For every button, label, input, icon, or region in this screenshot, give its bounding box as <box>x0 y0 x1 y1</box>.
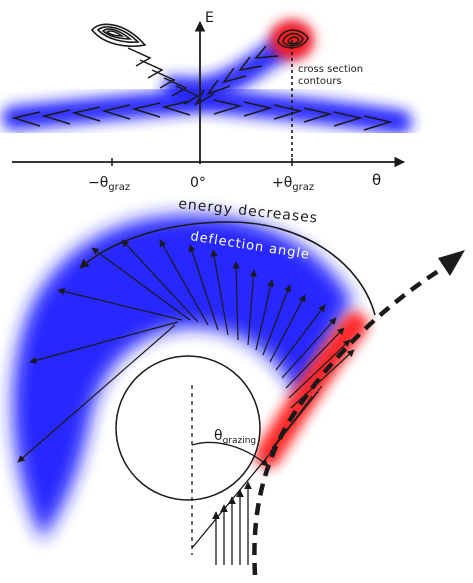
chevrons-left-horizontal <box>11 100 191 127</box>
grazing-angle-arc <box>191 441 269 467</box>
bottom-panel: θgrazing energy decreases deflection ang… <box>12 196 465 576</box>
tick-neg-main: −θ <box>88 175 108 191</box>
theta-grazing-label: θgrazing <box>214 428 256 446</box>
energy-arc <box>79 221 376 316</box>
theta-grazing-main: θ <box>214 428 223 444</box>
chevrons-upper-left <box>127 47 200 105</box>
annotation-line2: contours <box>298 76 342 87</box>
tangent-line <box>191 455 269 549</box>
tick-pos-sub: graz <box>292 182 314 193</box>
contour-left-top <box>90 23 147 47</box>
incoming-beam <box>212 481 252 565</box>
blue-crescent <box>12 215 353 540</box>
chevrons-right-horizontal <box>213 99 393 131</box>
top-panel: E θ −θgraz 0° +θgraz cross section conto… <box>2 10 412 193</box>
axis-x-label: θ <box>372 171 381 189</box>
target-circle <box>115 355 261 501</box>
grazing-trajectory <box>252 268 442 576</box>
annotation-line1: cross section <box>298 64 363 75</box>
axis-y-label: E <box>205 10 214 26</box>
theta-grazing-sub: grazing <box>223 436 257 446</box>
tick-pos-main: +θ <box>272 175 292 191</box>
trajectory-arrowhead <box>438 250 465 276</box>
contour-right-top <box>277 29 309 49</box>
tick-neg-label: −θgraz <box>88 175 130 193</box>
chevrons-upper-right <box>194 45 279 106</box>
tick-pos-label: +θgraz <box>272 175 314 193</box>
blue-band-horizontal <box>2 87 412 134</box>
tick-zero-label: 0° <box>190 175 206 191</box>
tick-neg-sub: graz <box>108 182 130 193</box>
deflected-rays <box>17 239 355 463</box>
